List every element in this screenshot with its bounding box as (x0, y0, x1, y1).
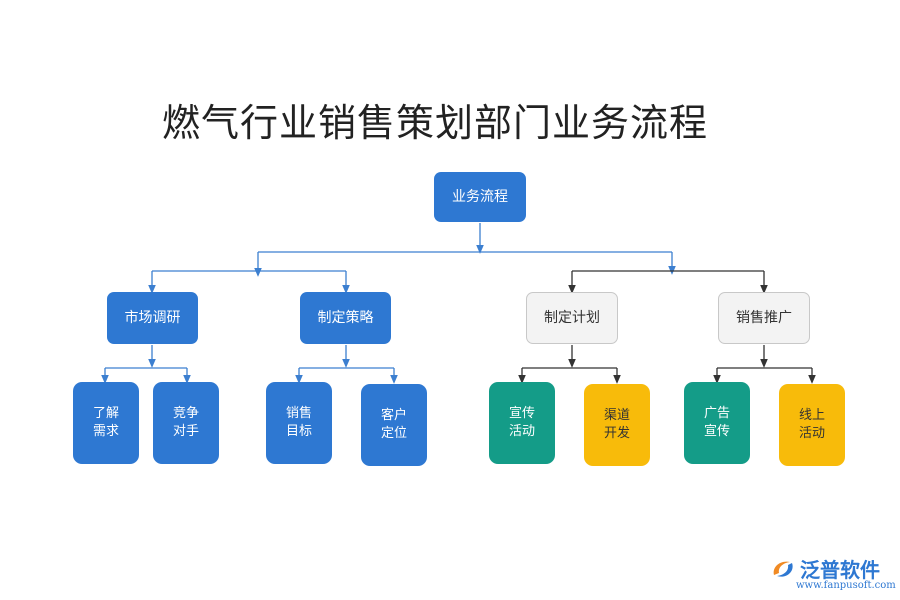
brand-swirl-icon (773, 561, 793, 577)
branch-market-research: 市场调研 (107, 292, 198, 344)
brand-name: 泛普软件 (800, 558, 880, 582)
branch-strategy: 制定策略 (300, 292, 391, 344)
branch-promotion: 销售推广 (718, 292, 810, 344)
leaf-sales-target: 销售 目标 (266, 382, 332, 464)
brand-logo: 泛普软件 (770, 554, 880, 583)
leaf-publicity-activity: 宣传 活动 (489, 382, 555, 464)
root-node: 业务流程 (434, 172, 526, 222)
leaf-customer-positioning: 客户 定位 (361, 384, 427, 466)
leaf-online-activity: 线上 活动 (779, 384, 845, 466)
diagram-title: 燃气行业销售策划部门业务流程 (162, 101, 709, 145)
brand-url: www.fanpusoft.com (796, 580, 896, 591)
leaf-competitors: 竞争 对手 (153, 382, 219, 464)
leaf-understand-needs: 了解 需求 (73, 382, 139, 464)
leaf-channel-development: 渠道 开发 (584, 384, 650, 466)
leaf-advertising: 广告 宣传 (684, 382, 750, 464)
branch-plan: 制定计划 (526, 292, 618, 344)
